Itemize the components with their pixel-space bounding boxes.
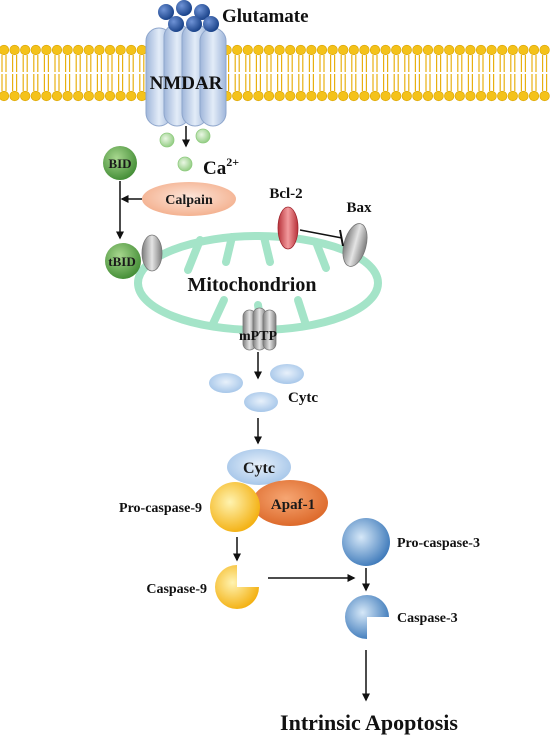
inhibition-bcl2-bax bbox=[299, 229, 344, 247]
procaspase3-label: Pro-caspase-3 bbox=[397, 536, 480, 551]
cytc-complex-icon bbox=[227, 449, 291, 485]
mitochondrion-label: Mitochondrion bbox=[188, 274, 317, 296]
mptp-pore-icon bbox=[242, 307, 277, 351]
nmdar-label: NMDAR bbox=[150, 73, 223, 94]
caspase3-label: Caspase-3 bbox=[397, 611, 458, 626]
cytc-complex-label: Cytc bbox=[243, 460, 275, 477]
procaspase9-icon bbox=[210, 482, 260, 532]
bax-protein-icon bbox=[342, 223, 368, 267]
caspase9-icon bbox=[215, 565, 259, 609]
apaf1-protein-icon bbox=[252, 480, 328, 526]
nmdar-channel-icon bbox=[145, 23, 227, 127]
apaf1-label: Apaf-1 bbox=[271, 497, 315, 513]
glutamate-label: Glutamate bbox=[222, 6, 309, 27]
calpain-enzyme-icon bbox=[142, 182, 236, 216]
procaspase3-icon bbox=[342, 518, 390, 566]
procaspase9-label: Pro-caspase-9 bbox=[119, 501, 202, 516]
cytochrome-c-icon bbox=[209, 364, 304, 412]
bcl2-label: Bcl-2 bbox=[269, 186, 302, 202]
caspase3-icon bbox=[345, 595, 389, 639]
mptp-label: mPTP bbox=[239, 329, 278, 344]
calpain-label: Calpain bbox=[165, 193, 213, 208]
calcium-label: Ca2+ bbox=[203, 155, 239, 179]
calcium-ion-icon bbox=[159, 128, 211, 172]
bid-protein-icon bbox=[103, 146, 137, 180]
cytc-label: Cytc bbox=[288, 390, 318, 406]
intrinsic-apoptosis-label: Intrinsic Apoptosis bbox=[280, 710, 458, 735]
bcl2-protein-icon bbox=[277, 206, 299, 250]
bax-label: Bax bbox=[346, 200, 372, 216]
bid-label: BID bbox=[108, 156, 131, 171]
tbid-protein-icon bbox=[105, 243, 141, 279]
caspase9-label: Caspase-9 bbox=[146, 582, 207, 597]
tbid-membrane-anchor bbox=[141, 234, 163, 272]
tbid-label: tBID bbox=[108, 254, 135, 269]
glutamate-molecule-icon bbox=[158, 0, 219, 32]
cell-membrane bbox=[0, 44, 550, 102]
